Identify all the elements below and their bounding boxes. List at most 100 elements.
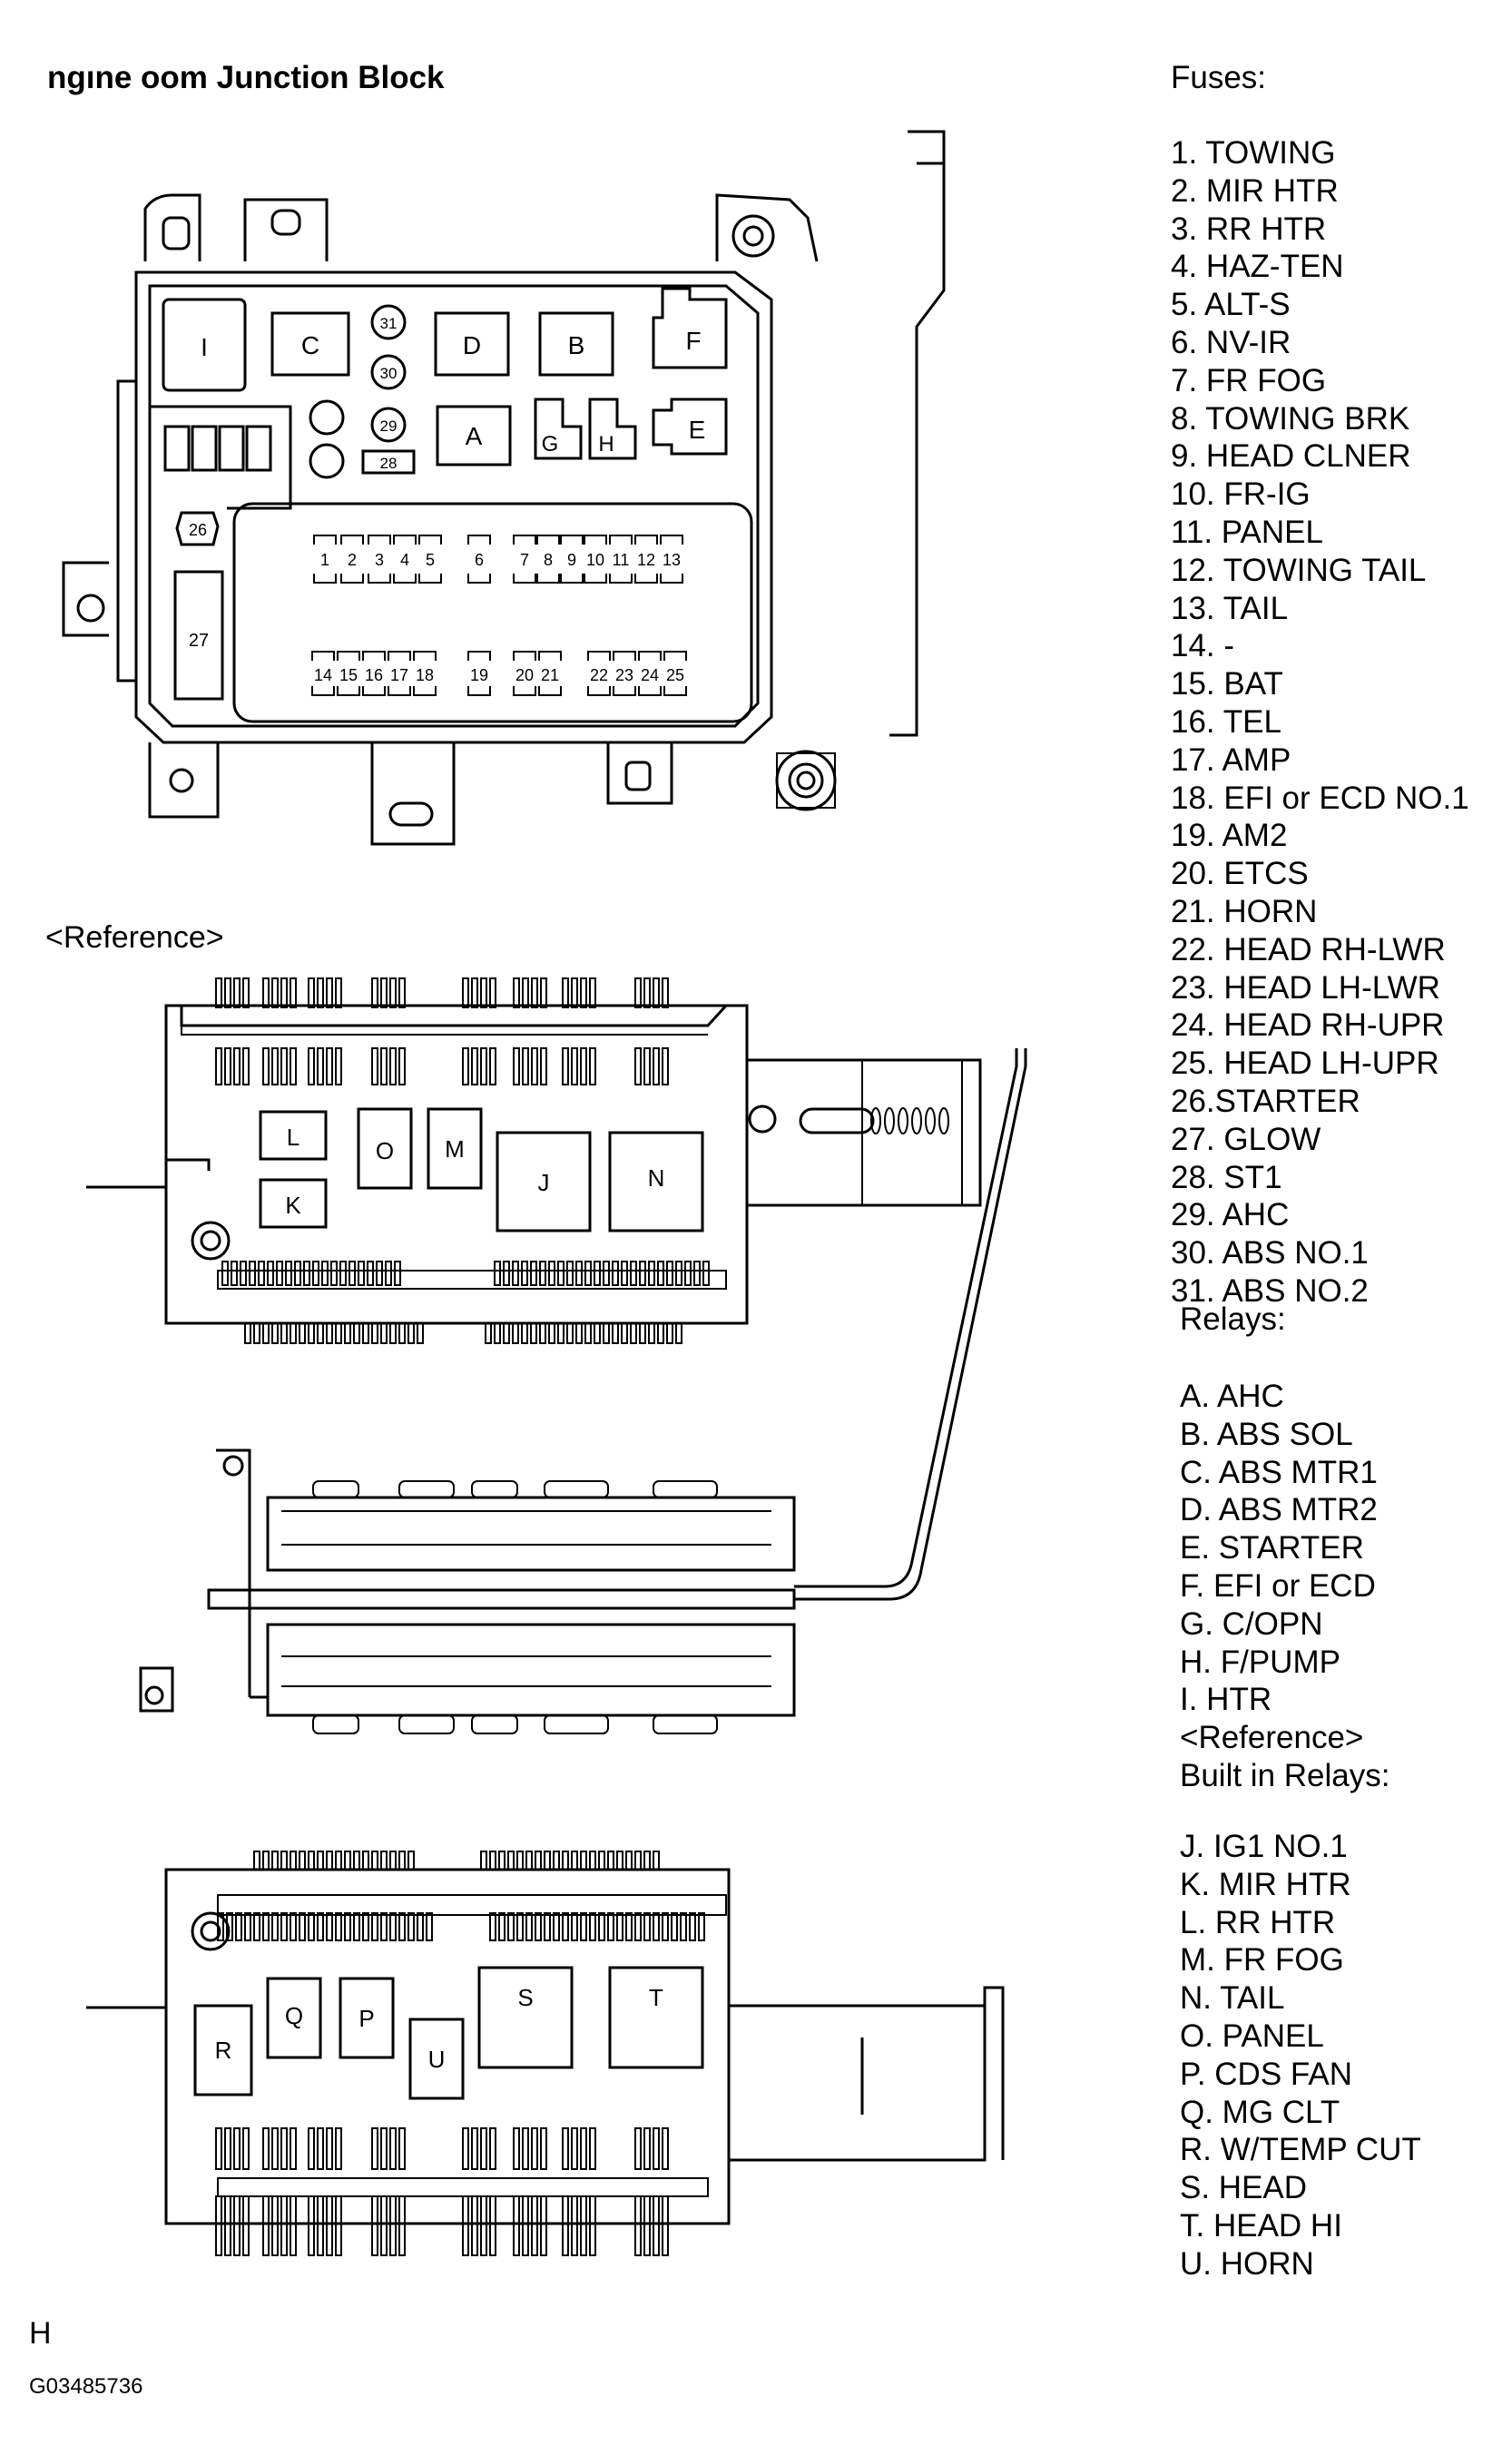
rib	[389, 2195, 397, 2256]
rib	[666, 1322, 673, 1344]
fuse-legend-item: 23. HEAD LH-LWR	[1171, 969, 1440, 1006]
rib	[562, 1851, 569, 1871]
fuse-legend-item: 15. BAT	[1171, 666, 1283, 702]
rib	[507, 1851, 515, 1871]
label-fuse-29: 29	[380, 417, 398, 435]
relay-G	[534, 398, 583, 460]
rib	[380, 1322, 388, 1344]
rib	[262, 1322, 270, 1344]
rib	[371, 1047, 378, 1085]
ref-relay-U	[408, 2018, 465, 2100]
rib	[544, 1912, 551, 1941]
rib	[253, 1912, 260, 1941]
rib	[376, 1261, 383, 1286]
connector-slot	[884, 1107, 895, 1134]
rib	[653, 2127, 660, 2170]
side-upper-rail	[266, 1496, 796, 1572]
ref-relay-S	[477, 1966, 574, 2069]
rib	[371, 977, 378, 1008]
rib	[271, 2127, 279, 2170]
ref-relay-T	[608, 1966, 704, 2069]
side-bump	[544, 1480, 609, 1498]
fuse-legend-item: 19. AM2	[1171, 818, 1288, 854]
rib	[522, 2127, 529, 2170]
rib	[662, 1912, 669, 1941]
rib	[630, 1322, 637, 1344]
mini-fuse-slot	[340, 574, 364, 584]
fuse-number-label: 20	[515, 666, 534, 684]
fuse-number-label: 12	[637, 551, 655, 569]
built-in-relay-legend-item: L. RR HTR	[1180, 1904, 1336, 1940]
label-ref-T: T	[649, 1984, 663, 2011]
rib	[589, 977, 596, 1008]
label-relay-G: G	[542, 432, 559, 457]
rib	[262, 1851, 270, 1871]
rib	[335, 977, 342, 1008]
rib	[462, 1047, 469, 1085]
rib	[648, 1322, 655, 1344]
mini-fuse-slot	[311, 686, 335, 696]
mini-fuse-slot	[560, 574, 584, 584]
rib	[653, 1851, 660, 1871]
rib	[598, 1912, 605, 1941]
ref-nut	[191, 1221, 231, 1261]
relay-legend-item: B. ABS SOL	[1180, 1416, 1353, 1452]
rib	[662, 2195, 669, 2256]
mini-fuse-slot	[663, 651, 687, 661]
fuse-28	[361, 449, 416, 475]
rib	[603, 1261, 610, 1286]
rib	[231, 1261, 238, 1286]
rib	[398, 2127, 406, 2170]
built-in-relay-legend-item: U. HORN	[1180, 2245, 1314, 2282]
rib	[634, 2127, 642, 2170]
rib	[280, 1047, 288, 1085]
rib	[607, 1851, 614, 1871]
rib	[344, 1322, 351, 1344]
rib	[607, 1912, 614, 1941]
fuse-legend-item: 30. ABS NO.1	[1171, 1235, 1369, 1272]
rib	[462, 977, 469, 1008]
rib	[326, 2127, 333, 2170]
rib	[262, 1912, 270, 1941]
rib	[317, 977, 324, 1008]
rib	[267, 1261, 274, 1286]
rib	[303, 1261, 310, 1286]
built-in-relay-legend-item: Q. MG CLT	[1180, 2094, 1340, 2130]
rib	[353, 1322, 360, 1344]
fuse-number-label: 11	[613, 551, 630, 569]
rib	[335, 2127, 342, 2170]
side-bump	[471, 1480, 518, 1498]
rib	[471, 2127, 478, 2170]
rib	[224, 2127, 231, 2170]
rib	[385, 1261, 392, 1286]
fuse-legend-item: 25. HEAD LH-UPR	[1171, 1046, 1439, 1082]
rib	[653, 1912, 660, 1941]
rib	[513, 2195, 520, 2256]
rib	[242, 1047, 250, 1085]
fuse-number-label: 22	[590, 666, 608, 684]
rib	[224, 977, 231, 1008]
ref-bottom-connector	[729, 2004, 987, 2162]
rib	[235, 1912, 242, 1941]
figure-code: G03485736	[29, 2374, 143, 2399]
rib	[299, 1322, 306, 1344]
rib	[371, 2195, 378, 2256]
rib	[308, 1912, 315, 1941]
rib	[589, 1912, 596, 1941]
rib	[503, 1261, 510, 1286]
rib	[389, 977, 397, 1008]
mini-fuse-slot	[660, 574, 683, 584]
mini-fuse-slot	[368, 574, 391, 584]
fuse-legend-item: 9. HEAD CLNER	[1171, 438, 1411, 475]
rib	[362, 1912, 369, 1941]
relay-D	[434, 311, 510, 377]
rib	[471, 1047, 478, 1085]
mini-fuse-slot	[663, 686, 687, 696]
side-bump	[312, 1714, 359, 1734]
label-fuse-28: 28	[380, 455, 398, 472]
relay-legend-item: D. ABS MTR2	[1180, 1492, 1378, 1528]
rib	[224, 2195, 231, 2256]
